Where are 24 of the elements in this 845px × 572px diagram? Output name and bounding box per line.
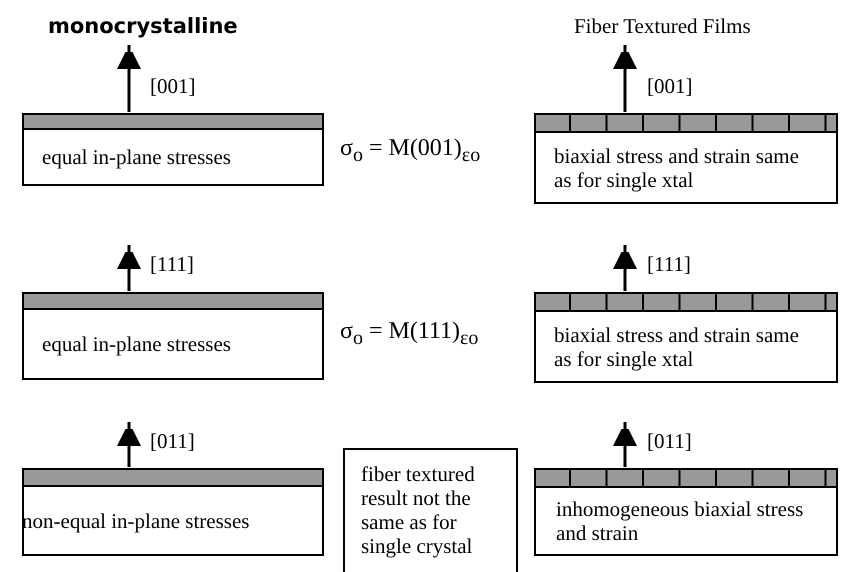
film-on-substrate-box: [534, 113, 838, 204]
film-on-substrate-box: [22, 113, 324, 186]
box-text: fiber textured result not the same as for single crystal: [360, 462, 476, 558]
film-on-substrate-box: [22, 468, 324, 556]
film-on-substrate-box: [22, 292, 324, 380]
box-text: equal in-plane stresses: [41, 145, 232, 169]
equation: σ$_{o}$ = M(111)$_{εo}$: [340, 318, 478, 350]
box-text: inhomogeneous biaxial stress and strain: [555, 497, 804, 545]
box-text: biaxial stress and strain same as for single xtal: [553, 144, 800, 192]
box-text: biaxial stress and strain same as for single xtal: [553, 322, 800, 370]
film-on-substrate-box: [534, 468, 838, 556]
direction-label: [001]: [647, 74, 692, 99]
direction-label: [011]: [150, 429, 195, 454]
text-box: [343, 448, 518, 572]
direction-label: [111]: [150, 252, 194, 277]
equation: σ$_{o}$ = M(001)$_{εo}$: [340, 135, 480, 167]
heading: Fiber Textured Films: [574, 14, 751, 39]
box-text: equal in-plane stresses: [41, 332, 232, 356]
box-text: non-equal in-plane stresses: [22, 508, 250, 532]
film-on-substrate-box: [534, 292, 838, 383]
direction-label: [001]: [150, 74, 196, 99]
heading: monocrystalline: [48, 14, 238, 38]
direction-label: [011]: [647, 429, 692, 454]
direction-label: [111]: [647, 252, 691, 277]
